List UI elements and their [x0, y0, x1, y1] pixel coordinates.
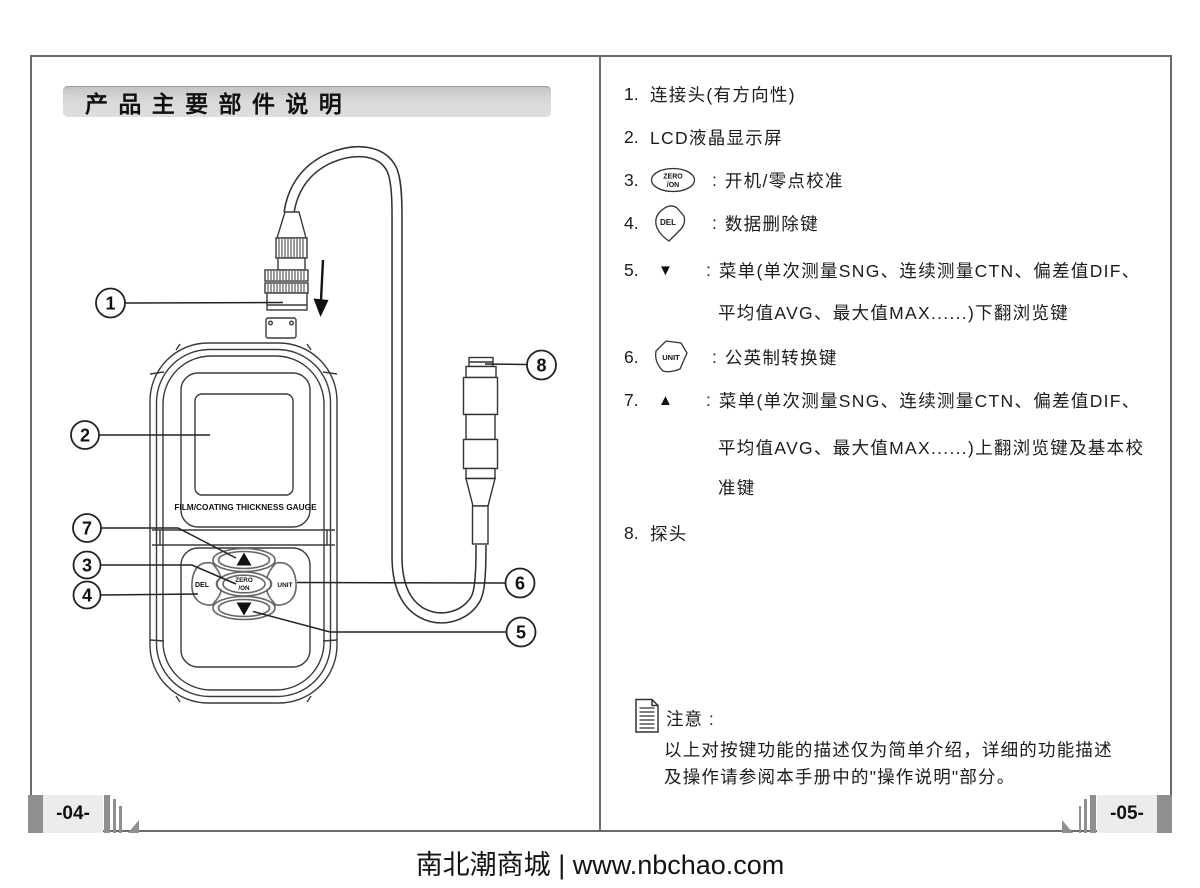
colon: :	[706, 259, 711, 280]
plate-bar	[104, 795, 110, 833]
list-item: 1. 连接头(有方向性)	[624, 81, 796, 107]
item-text: LCD液晶显示屏	[650, 127, 783, 148]
item-number: 5.	[624, 259, 639, 280]
list-item: 4. DEL : 数据删除键	[624, 205, 819, 242]
colon: :	[712, 346, 717, 367]
page-number: -04-	[43, 795, 103, 833]
colon: :	[712, 212, 717, 233]
plate-block	[1157, 795, 1172, 833]
zero-on-key-icon: ZERO /ON	[650, 167, 696, 193]
item-number: 7.	[624, 389, 639, 410]
item-number: 2.	[624, 126, 639, 147]
note-title: 注意 :	[666, 709, 715, 729]
svg-text:ZERO: ZERO	[663, 174, 683, 181]
item-number: 4.	[624, 212, 639, 233]
list-item: 5. ▼ : 菜单(单次测量SNG、连续测量CTN、偏差值DIF、	[624, 257, 1141, 283]
column-divider	[599, 55, 601, 832]
note-line: 及操作请参阅本手册中的"操作说明"部分。	[664, 767, 1016, 787]
sheet-border	[30, 55, 1172, 832]
item-number: 6.	[624, 346, 639, 367]
plate-line	[113, 799, 116, 833]
site-footer: 南北潮商城 | www.nbchao.com	[415, 850, 785, 880]
item-text: 数据删除键	[724, 213, 819, 234]
item-text: 公英制转换键	[724, 347, 838, 368]
svg-text:/ON: /ON	[667, 182, 679, 189]
colon: :	[706, 389, 711, 410]
list-item: 7. ▲ : 菜单(单次测量SNG、连续测量CTN、偏差值DIF、	[624, 387, 1141, 413]
list-item: 8. 探头	[624, 520, 688, 546]
section-title: 产 品 主 要 部 件 说 明	[85, 90, 344, 117]
plate-line	[1084, 799, 1087, 833]
list-item-continuation: 平均值AVG、最大值MAX......)上翻浏览键及基本校	[718, 437, 1145, 458]
plate-line	[119, 806, 122, 833]
item-text: 菜单(单次测量SNG、连续测量CTN、偏差值DIF、	[718, 260, 1141, 281]
plate-line	[1078, 806, 1081, 833]
document-icon	[635, 698, 659, 733]
item-text: 开机/零点校准	[724, 170, 844, 191]
list-item-continuation: 准键	[718, 477, 756, 498]
del-key-icon: DEL	[655, 205, 686, 242]
list-item: 2. LCD液晶显示屏	[624, 124, 783, 150]
item-text: 探头	[650, 523, 688, 544]
item-number: 8.	[624, 522, 639, 543]
plate-triangle	[1061, 820, 1073, 833]
item-number: 1.	[624, 83, 639, 104]
colon: :	[712, 169, 717, 190]
svg-text:UNIT: UNIT	[662, 353, 680, 362]
page-number: -05-	[1097, 795, 1157, 833]
note-line: 以上对按键功能的描述仅为简单介绍，详细的功能描述	[664, 740, 1113, 760]
item-text: 连接头(有方向性)	[650, 84, 796, 105]
down-arrow-icon: ▼	[658, 261, 673, 279]
section-title-bar: 产 品 主 要 部 件 说 明	[63, 86, 551, 117]
plate-triangle	[127, 820, 139, 833]
svg-text:DEL: DEL	[660, 218, 676, 227]
page-number-left-plate: -04-	[28, 795, 139, 833]
item-number: 3.	[624, 169, 639, 190]
unit-key-icon: UNIT	[655, 340, 688, 373]
list-item-continuation: 平均值AVG、最大值MAX......)下翻浏览键	[718, 302, 1070, 323]
list-item: 3. ZERO /ON : 开机/零点校准	[624, 167, 844, 193]
plate-block	[28, 795, 43, 833]
item-text: 菜单(单次测量SNG、连续测量CTN、偏差值DIF、	[718, 390, 1141, 411]
up-arrow-icon: ▲	[658, 391, 673, 409]
page-number-right-plate: -05-	[1061, 795, 1172, 833]
list-item: 6. UNIT : 公英制转换键	[624, 340, 838, 373]
plate-bar	[1090, 795, 1096, 833]
